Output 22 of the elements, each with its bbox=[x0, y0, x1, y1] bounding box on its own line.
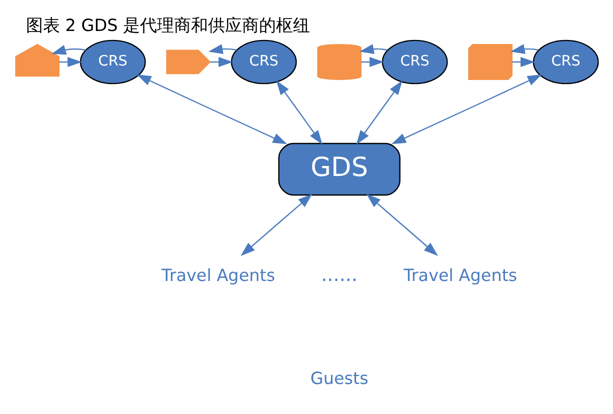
arrow bbox=[240, 194, 312, 256]
node-airplane bbox=[166, 50, 210, 74]
arrow bbox=[358, 44, 388, 54]
arrow bbox=[136, 74, 287, 144]
diagram-title: 图表 2 GDS 是代理商和供应商的枢纽 bbox=[25, 15, 310, 36]
node-building bbox=[14, 44, 60, 77]
node-ellipse: CRS bbox=[230, 40, 296, 84]
node-ellipse: CRS bbox=[79, 40, 146, 84]
node-ellipse: CRS bbox=[532, 40, 598, 84]
arrow bbox=[510, 44, 538, 54]
label: ...... bbox=[320, 263, 358, 286]
node-text: Travel Agents bbox=[403, 264, 517, 285]
node-text: Travel Agents bbox=[161, 264, 275, 285]
arrow bbox=[391, 74, 542, 144]
arrow bbox=[208, 44, 236, 54]
arrow bbox=[51, 44, 86, 55]
node-ellipse: CRS bbox=[381, 40, 448, 84]
arrow bbox=[276, 80, 322, 145]
node-box: GDS bbox=[278, 142, 400, 196]
arrow bbox=[356, 80, 402, 145]
arrow bbox=[366, 194, 438, 256]
node-text: Guests bbox=[310, 368, 368, 388]
